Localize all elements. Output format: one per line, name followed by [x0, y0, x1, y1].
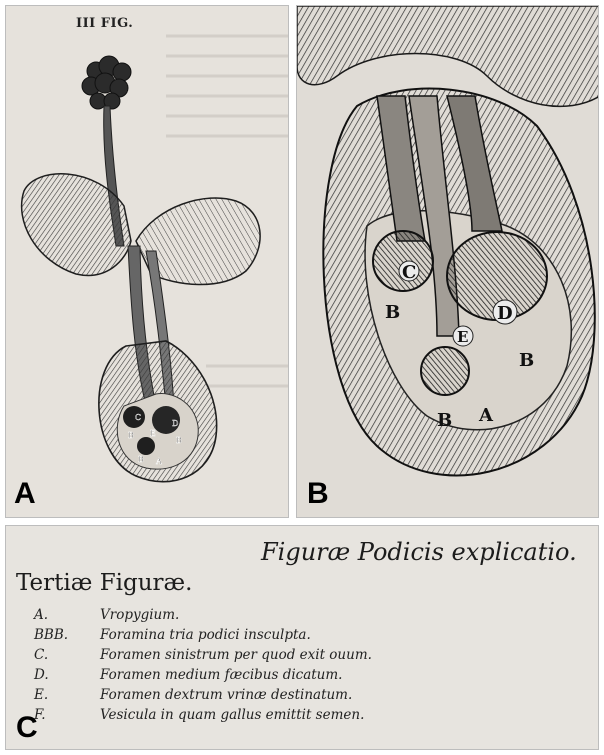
panel-a-label-c: C — [135, 413, 141, 422]
panel-a-label-b2: B — [176, 436, 182, 445]
panel-a-label-d: D — [172, 419, 178, 428]
figure-title: III FIG. — [76, 16, 133, 31]
legend-key: A. — [34, 607, 89, 623]
legend-text: Foramen dextrum vrinæ destinatum. — [100, 687, 352, 703]
panel-b-label-b1: B — [385, 302, 400, 323]
panel-a-label-a: A — [155, 457, 162, 466]
legend-key: E. — [34, 687, 89, 703]
legend-key: C. — [34, 647, 89, 663]
legend-key: F. — [34, 707, 89, 723]
caption-subtitle: Tertiæ Figuræ. — [16, 570, 192, 596]
legend-key: BBB. — [34, 627, 89, 643]
panel-a-label-e: E — [150, 429, 156, 438]
panel-b-letter: B — [307, 477, 329, 511]
panel-a-label-b3: B — [138, 455, 144, 464]
panel-a-label-b1: B — [128, 431, 134, 440]
panel-a: C B E D B B A III FIG. A — [5, 5, 289, 518]
panel-b-label-d: D — [497, 303, 513, 324]
panel-b-label-e: E — [457, 328, 468, 346]
legend-text: Foramen medium fæcibus dicatum. — [100, 667, 342, 683]
panel-b: C B E D B B A B — [296, 5, 599, 518]
panel-b-label-b3: B — [437, 410, 452, 431]
panel-b-label-c: C — [402, 262, 416, 283]
caption-title: Figuræ Podicis explicatio. — [261, 538, 577, 566]
egg-cluster — [82, 56, 131, 109]
legend-text: Vropygium. — [100, 607, 179, 623]
panel-a-illustration: C B E D B B A — [6, 6, 289, 518]
panel-a-letter: A — [14, 477, 36, 511]
panel-b-illustration: C B E D B B A — [297, 6, 599, 518]
legend-text: Vesicula in quam gallus emittit semen. — [100, 707, 364, 723]
panel-b-label-b2: B — [519, 350, 534, 371]
panel-c: Figuræ Podicis explicatio. Tertiæ Figuræ… — [5, 525, 599, 750]
panel-c-letter: C — [16, 711, 38, 745]
legend-text: Foramen sinistrum per quod exit ouum. — [100, 647, 372, 663]
legend-key: D. — [34, 667, 89, 683]
legend-text: Foramina tria podici insculpta. — [100, 627, 311, 643]
panel-b-label-a: A — [478, 405, 494, 426]
